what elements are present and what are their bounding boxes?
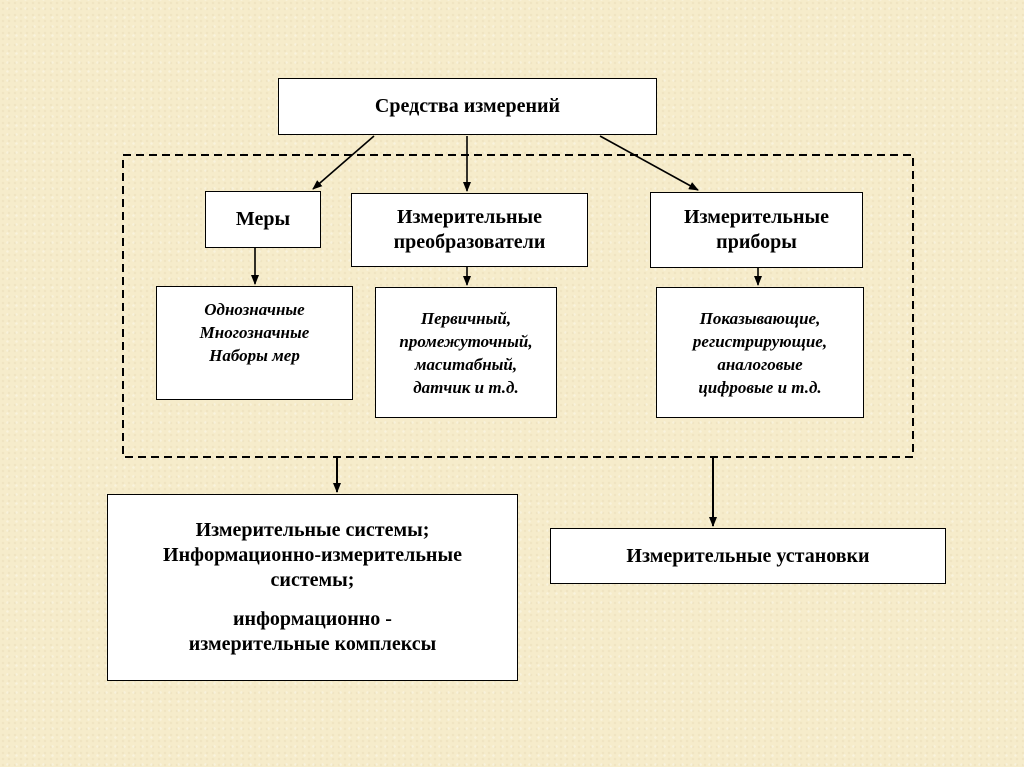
- systems-line: Измерительные системы;: [195, 519, 430, 541]
- category-box-instruments: Измерительные приборы: [650, 192, 863, 268]
- systems-line: Информационно-измерительные: [163, 544, 462, 566]
- list-item: Наборы мер: [209, 346, 300, 365]
- category-title-line: Измерительные: [684, 206, 829, 228]
- category-box-converters: Измерительные преобразователи: [351, 193, 588, 267]
- list-item: Многозначные: [199, 323, 310, 342]
- systems-line: системы;: [270, 569, 355, 591]
- installations-label: Измерительные установки: [626, 544, 870, 567]
- systems-box: Измерительные системы; Информационно-изм…: [107, 494, 518, 681]
- arrow-root-to-measures: [312, 135, 375, 190]
- list-item: промежуточный,: [399, 331, 533, 351]
- list-item: Первичный,: [420, 308, 512, 328]
- types-box-instruments: Показывающие, регистрирующие, аналоговые…: [656, 287, 864, 418]
- installations-box: Измерительные установки: [550, 528, 946, 584]
- list-item: датчик и т.д.: [413, 377, 519, 397]
- list-item: регистрирующие,: [692, 331, 828, 351]
- root-box: Средства измерений: [278, 78, 657, 135]
- category-box-measures: Меры: [205, 191, 321, 248]
- list-item: аналоговые: [717, 354, 803, 374]
- types-box-measures: Однозначные Многозначные Наборы мер: [156, 286, 353, 400]
- complexes-line: измерительные комплексы: [188, 633, 437, 655]
- types-box-converters: Первичный, промежуточный, маситабный, да…: [375, 287, 557, 418]
- list-item: цифровые и т.д.: [698, 377, 822, 397]
- category-title-line: Меры: [235, 208, 291, 230]
- category-title-line: приборы: [716, 231, 797, 253]
- complexes-line: информационно -: [233, 608, 392, 630]
- list-item: Показывающие,: [699, 308, 821, 328]
- list-item: Однозначные: [204, 300, 305, 319]
- root-label: Средства измерений: [374, 95, 561, 117]
- category-title-line: преобразователи: [393, 231, 546, 253]
- arrow-root-to-instruments: [599, 135, 699, 191]
- group-dashed-frame: [122, 154, 914, 458]
- category-title-line: Измерительные: [397, 206, 542, 228]
- list-item: маситабный,: [414, 354, 518, 374]
